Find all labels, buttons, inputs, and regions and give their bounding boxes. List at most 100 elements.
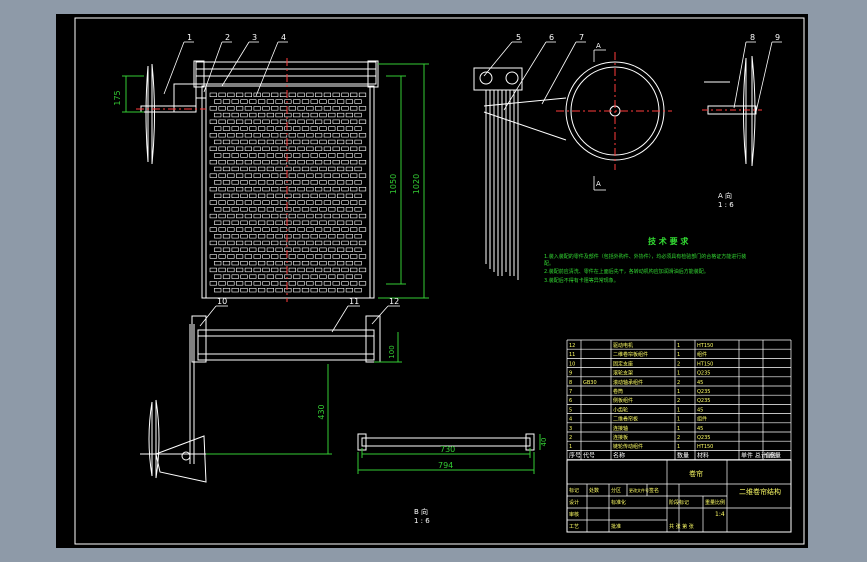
tech-requirements-title: 技 术 要 求 — [648, 236, 689, 246]
shade-slat-cell — [266, 261, 275, 266]
shade-slat-cell — [301, 247, 310, 252]
shade-slat-cell — [341, 227, 349, 232]
shade-slat-cell — [249, 287, 257, 293]
shade-slat-cell — [310, 139, 318, 145]
shade-slat-cell — [328, 234, 336, 239]
shade-slat-cell — [323, 267, 332, 273]
shade-slat-cell — [258, 126, 266, 131]
shade-slat-cell — [227, 267, 235, 273]
shade-slat-cell — [310, 207, 318, 212]
shade-slat-cell — [301, 112, 310, 118]
shade-slat-cell — [249, 166, 257, 172]
shade-slat-cell — [279, 92, 288, 98]
shade-slat-cell — [345, 112, 354, 118]
shade-slat-cell — [293, 261, 301, 266]
shade-slat-cell — [328, 274, 336, 279]
shade-slat-cell — [271, 200, 279, 205]
shade-slat-cell — [262, 267, 270, 273]
shade-slat-cell — [262, 200, 270, 205]
title-change-no: 更改文件号 — [629, 487, 649, 493]
title-sheet-label: 共 张 第 张 — [669, 523, 694, 530]
shade-slat-cell — [271, 146, 279, 151]
drawing-sheet: 175 1050 1020 1 2 3 4 A A — [56, 14, 808, 548]
shade-slat-cell — [345, 274, 354, 279]
shade-slat-cell — [222, 274, 231, 279]
shade-slat-cell — [293, 207, 301, 212]
shade-slat-cell — [328, 207, 336, 212]
shade-slat-cell — [284, 180, 292, 185]
dim-40: 40 — [540, 438, 548, 447]
shade-slat-cell — [244, 200, 253, 205]
shade-slat-cell — [258, 193, 266, 199]
shade-slat-cell — [214, 126, 222, 131]
shade-slat-cell — [301, 207, 310, 212]
shade-slat-cell — [284, 139, 292, 145]
shade-slat-cell — [284, 166, 292, 172]
balloon-2: 2 — [225, 33, 230, 42]
shade-slat-cell — [284, 234, 292, 239]
shade-slat-cell — [314, 213, 323, 219]
balloon-7: 7 — [579, 33, 584, 42]
shade-slat-cell — [222, 166, 231, 172]
title-std: 标准化 — [611, 499, 626, 506]
shade-slat-cell — [345, 126, 354, 131]
shade-slat-cell — [284, 112, 292, 118]
shade-slat-cell — [297, 173, 305, 178]
shade-slat-cell — [227, 240, 235, 246]
shade-slat-cell — [266, 234, 275, 239]
shade-slat-cell — [301, 261, 310, 266]
shade-slat-cell — [358, 227, 367, 232]
shade-slat-cell — [279, 240, 288, 246]
shade-slat-cell — [319, 220, 327, 225]
shade-slat-cell — [345, 153, 354, 158]
shade-slat-cell — [288, 106, 296, 111]
shade-slat-cell — [332, 160, 340, 165]
title-sign: 签名 — [649, 487, 659, 494]
shade-slat-cell — [358, 160, 367, 165]
side-view — [473, 61, 665, 280]
shade-slat-cell — [209, 213, 217, 219]
balloon-4: 4 — [281, 33, 286, 42]
shade-slat-cell — [218, 213, 226, 219]
shade-slat-cell — [275, 139, 283, 145]
front-view — [140, 60, 379, 299]
shade-slat-cell — [310, 99, 318, 104]
shade-slat-cell — [284, 287, 292, 293]
shade-slat-cell — [227, 213, 235, 219]
shade-slat-cell — [297, 160, 305, 165]
shade-slat-cell — [332, 106, 340, 111]
shade-slat-cell — [288, 146, 296, 151]
shade-slat-cell — [332, 227, 340, 232]
shade-slat-cell — [358, 281, 367, 286]
shade-slat-cell — [336, 126, 345, 131]
bom-cell-qty: 1 — [677, 444, 680, 450]
shade-slat-cell — [306, 160, 314, 165]
shade-slat-cell — [240, 220, 248, 225]
shade-slat-cell — [306, 146, 314, 151]
shade-slat-cell — [279, 281, 288, 286]
shade-slat-cell — [222, 180, 231, 185]
shade-slat-cell — [266, 139, 275, 145]
shade-slat-cell — [301, 180, 310, 185]
shade-slat-cell — [328, 193, 336, 199]
title-approve: 批准 — [611, 523, 621, 530]
shade-slat-cell — [279, 200, 288, 205]
shade-slat-cell — [336, 166, 345, 172]
section-mark-a-bottom: A — [596, 180, 601, 188]
shade-slat-cell — [288, 92, 296, 98]
shade-slat-cell — [231, 261, 239, 266]
shade-slat-cell — [297, 119, 305, 124]
shade-slat-cell — [279, 254, 288, 259]
bom-header-qty: 数量 — [677, 451, 689, 459]
shade-slat-cell — [350, 92, 358, 98]
shade-slat-cell — [266, 274, 275, 279]
dim-175: 175 — [113, 90, 122, 105]
shade-slat-cell — [231, 274, 239, 279]
shade-slat-cell — [314, 106, 323, 111]
shade-slat-cell — [319, 139, 327, 145]
shade-slat-cell — [358, 146, 367, 151]
shade-slat-cell — [279, 119, 288, 124]
shade-slat-cell — [358, 213, 367, 219]
bom-cell-qty: 1 — [677, 417, 680, 423]
shade-slat-cell — [266, 207, 275, 212]
